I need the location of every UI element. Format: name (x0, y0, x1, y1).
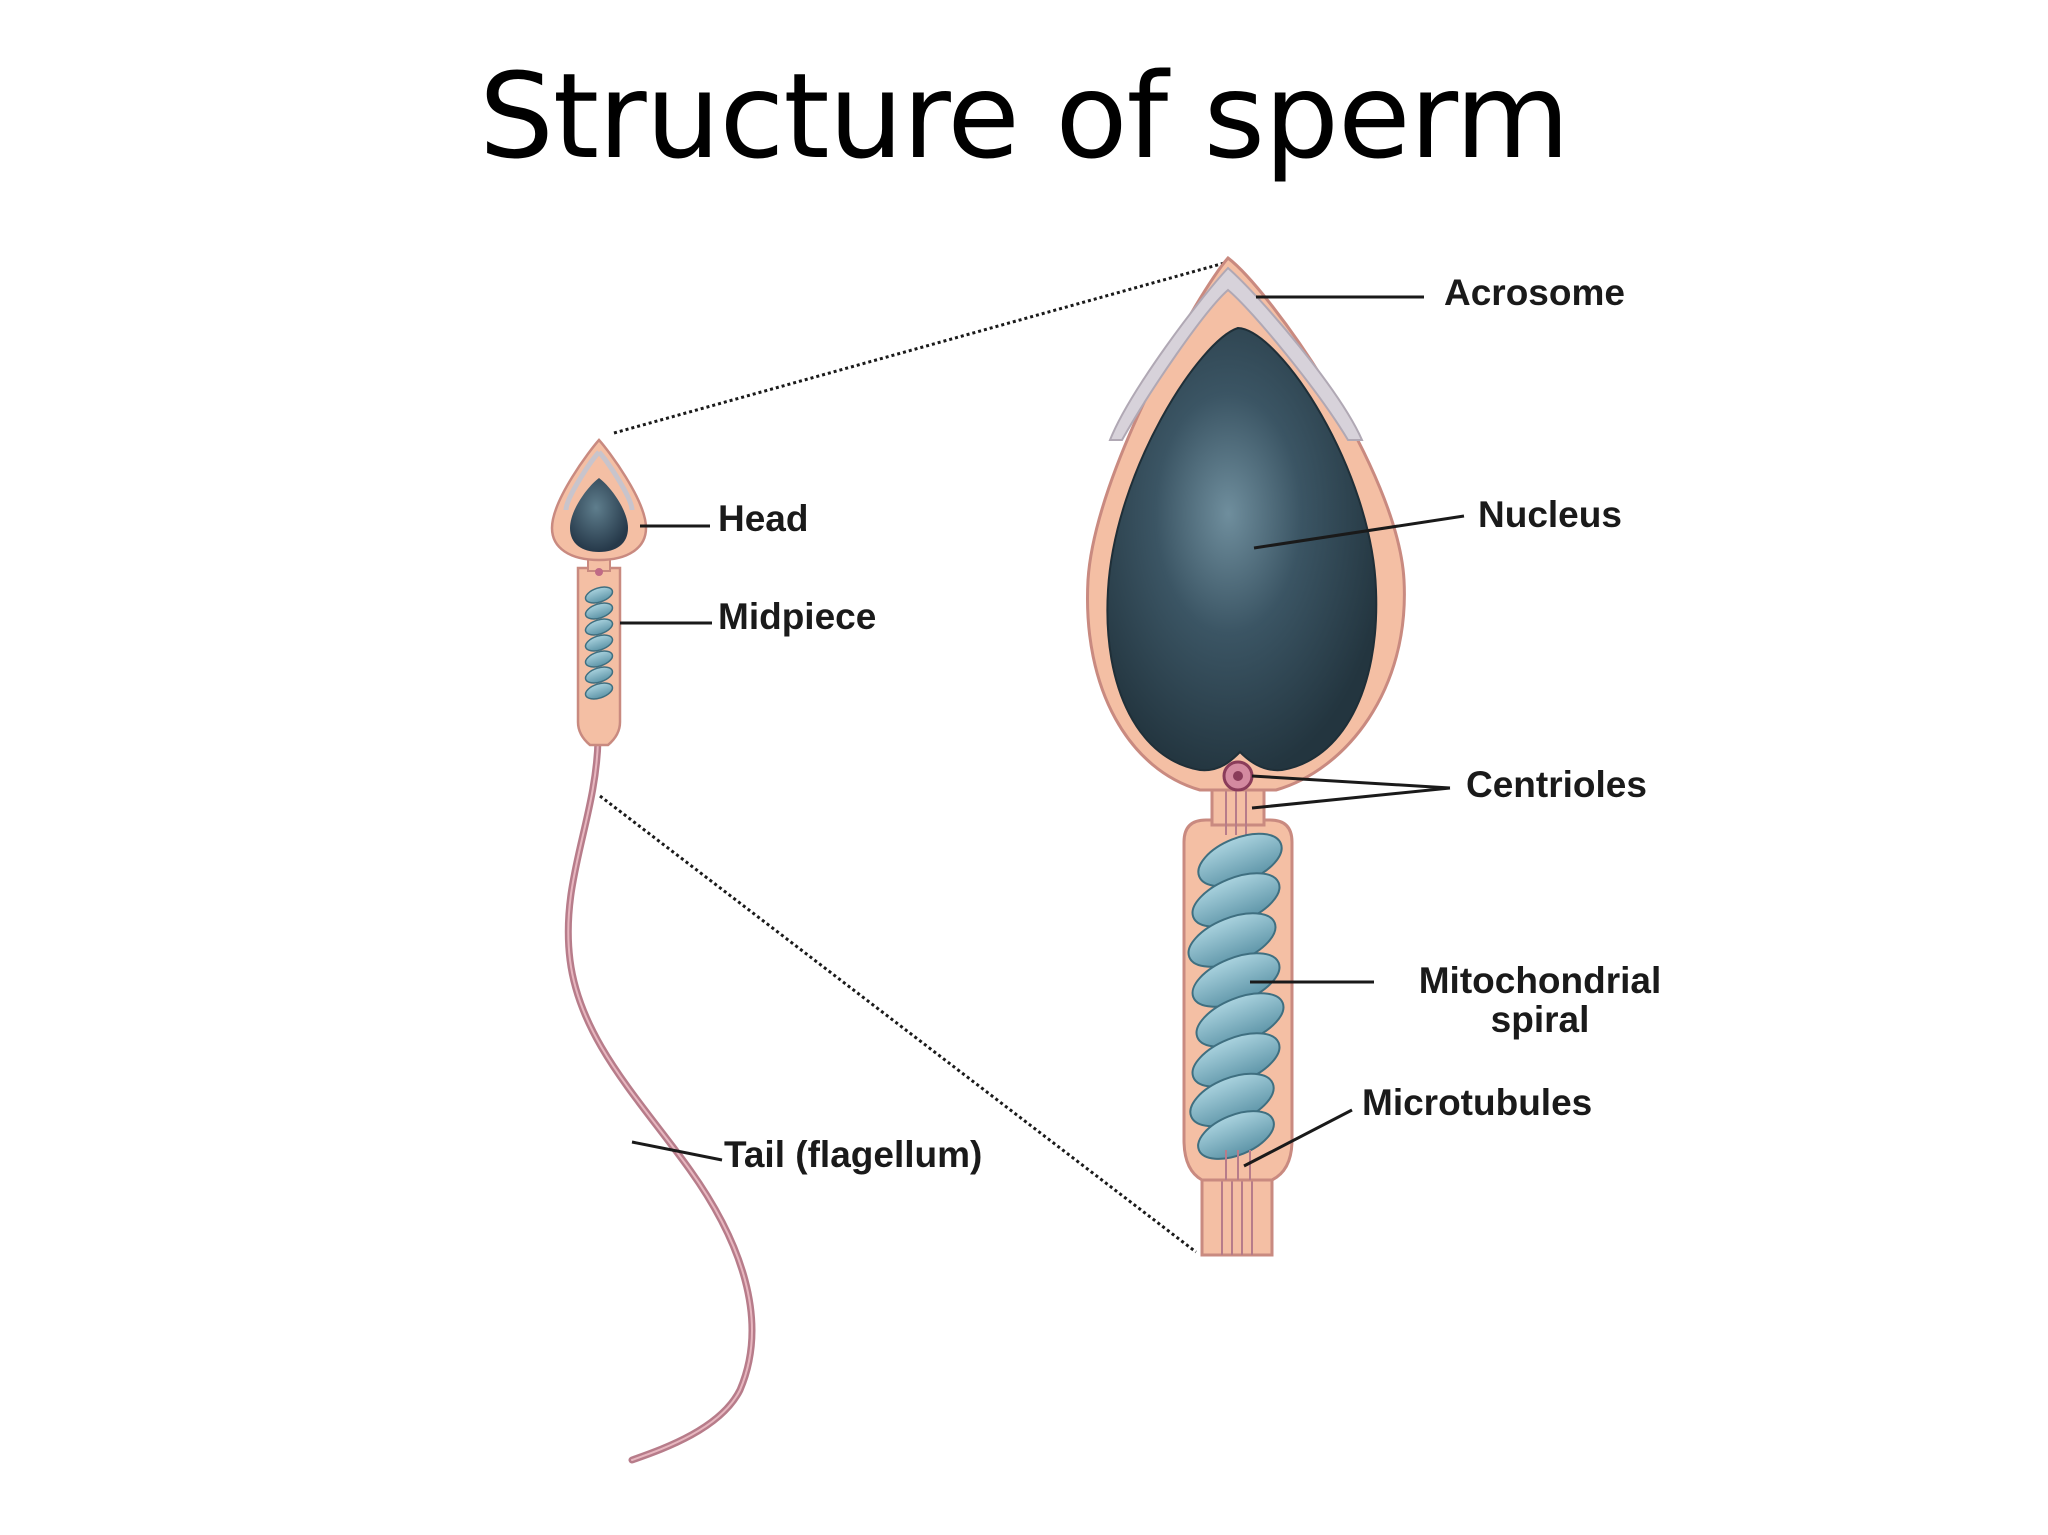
label-mitochondrial-line1: Mitochondrial (1418, 960, 1662, 1001)
label-mitochondrial-spiral: Mitochondrial spiral (1390, 960, 1690, 1040)
label-mitochondrial-line2: spiral (1490, 998, 1590, 1040)
large-tail-section (1200, 1173, 1274, 1257)
zoom-line-bottom (599, 794, 1197, 1254)
acrosome-shape (1108, 266, 1364, 441)
label-microtubules: Microtubules (1362, 1082, 1593, 1123)
leader-centrioles-a (1251, 774, 1451, 790)
label-nucleus: Nucleus (1478, 494, 1622, 535)
label-midpiece: Midpiece (718, 596, 877, 637)
label-centrioles: Centrioles (1466, 764, 1647, 805)
leader-centrioles-b (1251, 786, 1451, 810)
nucleus-shape (1106, 326, 1378, 772)
page-title: Structure of sperm (478, 47, 1570, 185)
leader-tail (631, 1140, 723, 1162)
mitochondrial-spiral-shape (1187, 832, 1285, 1160)
label-tail: Tail (flagellum) (724, 1134, 983, 1175)
label-acrosome: Acrosome (1444, 272, 1625, 313)
small-tail (564, 736, 756, 1464)
small-nucleus (570, 478, 628, 552)
leader-microtubules (1243, 1108, 1353, 1168)
small-sperm (550, 438, 756, 1464)
zoom-line-top (613, 260, 1229, 435)
large-sperm (1085, 255, 1406, 1257)
leader-nucleus (1253, 514, 1465, 550)
label-head: Head (718, 498, 809, 539)
